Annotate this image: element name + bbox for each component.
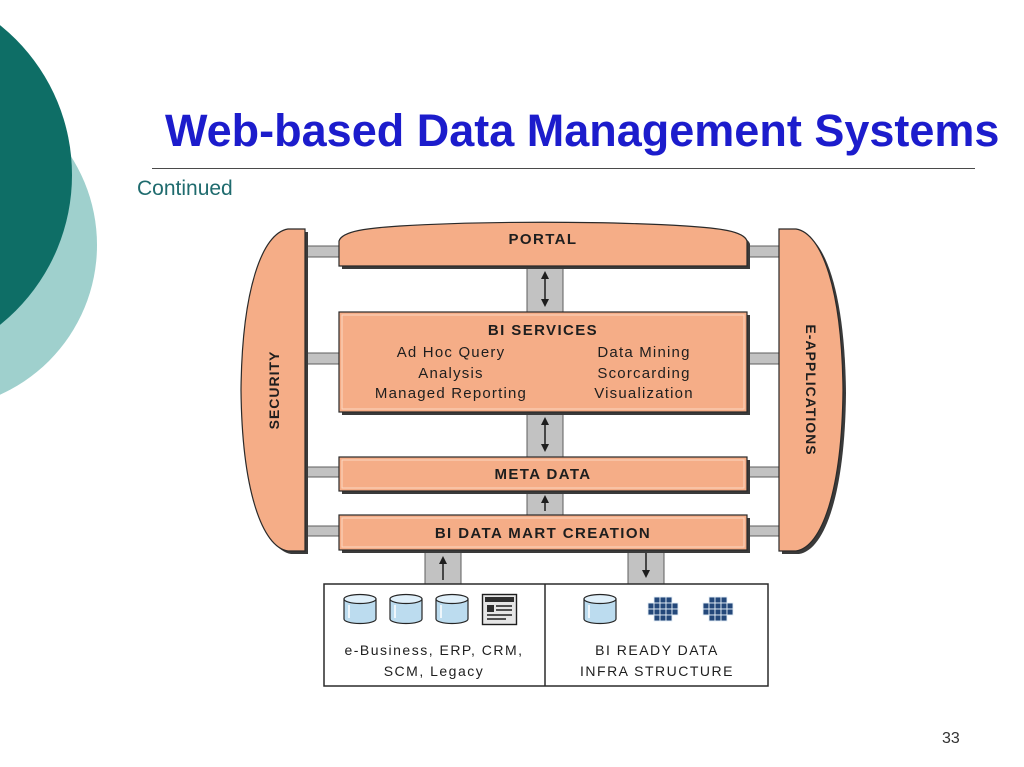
database-icon	[435, 593, 469, 625]
bi-services-layer: BI SERVICES Ad Hoc Query Analysis Manage…	[338, 311, 750, 415]
database-icon	[343, 593, 377, 625]
portal-box	[338, 221, 748, 267]
connector-data-mart-e-applications	[746, 525, 781, 537]
slide-subtitle: Continued	[137, 177, 233, 200]
connector-meta-data-e-applications	[746, 466, 781, 478]
operational-sources-line: SCM, Legacy	[384, 663, 485, 679]
bi-service-item: Data Mining	[597, 344, 690, 361]
operational-sources-line: e-Business, ERP, CRM,	[344, 642, 523, 658]
right-connectors	[746, 245, 781, 537]
data-sources-box: e-Business, ERP, CRM, SCM, Legacy BI REA…	[323, 583, 769, 687]
document-icon	[481, 593, 518, 626]
security-pillar-body	[240, 228, 306, 552]
connector-security-bi-services	[304, 352, 340, 365]
decor-circle-dark	[0, 25, 72, 325]
arrow-down-icon	[627, 547, 665, 585]
decorative-circles	[0, 25, 97, 395]
meta-data-box	[338, 456, 748, 492]
arrow-up-down-icon	[526, 409, 564, 460]
bi-ready-infrastructure: BI READY DATA INFRA STRUCTURE	[580, 593, 734, 679]
architecture-diagram: SECURITY E-APPLICATIONS PORTAL BI SERVIC…	[240, 221, 846, 687]
slide-title: Web-based Data Management Systems	[165, 105, 1000, 156]
portal-layer: PORTAL	[338, 221, 750, 269]
bi-data-mart-layer: BI DATA MART CREATION	[338, 514, 750, 553]
arrow-up-icon	[424, 547, 462, 585]
bi-services-title: BI SERVICES	[488, 322, 598, 339]
bi-service-item: Scorcarding	[597, 365, 690, 382]
database-icon	[583, 593, 617, 625]
page-number: 33	[942, 730, 960, 747]
title-underline	[152, 168, 975, 169]
arrow-up-down-icon	[526, 263, 564, 315]
meta-data-layer: META DATA	[338, 456, 750, 494]
connector-bi-services-e-applications	[746, 352, 781, 365]
bi-data-mart-label: BI DATA MART CREATION	[435, 525, 651, 542]
connector-security-portal	[304, 245, 340, 258]
operational-sources: e-Business, ERP, CRM, SCM, Legacy	[343, 593, 523, 679]
bi-data-mart-box	[338, 514, 748, 551]
connector-portal-e-applications	[746, 245, 781, 258]
bi-service-item: Analysis	[418, 365, 483, 382]
bi-service-item: Visualization	[594, 385, 694, 402]
e-applications-pillar-body	[778, 228, 844, 552]
database-icon	[389, 593, 423, 625]
security-pillar: SECURITY	[240, 228, 308, 554]
bi-service-item: Ad Hoc Query	[397, 344, 506, 361]
connector-security-data-mart	[304, 525, 340, 537]
bi-services-box	[338, 311, 748, 413]
portal-label: PORTAL	[509, 231, 578, 248]
bi-ready-line: INFRA STRUCTURE	[580, 663, 734, 679]
bi-service-item: Managed Reporting	[375, 385, 527, 402]
meta-data-label: META DATA	[494, 466, 591, 483]
e-applications-pillar: E-APPLICATIONS	[778, 228, 846, 554]
left-connectors	[304, 245, 340, 537]
e-applications-label: E-APPLICATIONS	[803, 324, 819, 455]
bi-ready-line: BI READY DATA	[595, 642, 719, 658]
vertical-connectors	[424, 263, 665, 585]
security-label: SECURITY	[266, 351, 282, 430]
connector-security-meta-data	[304, 466, 340, 478]
